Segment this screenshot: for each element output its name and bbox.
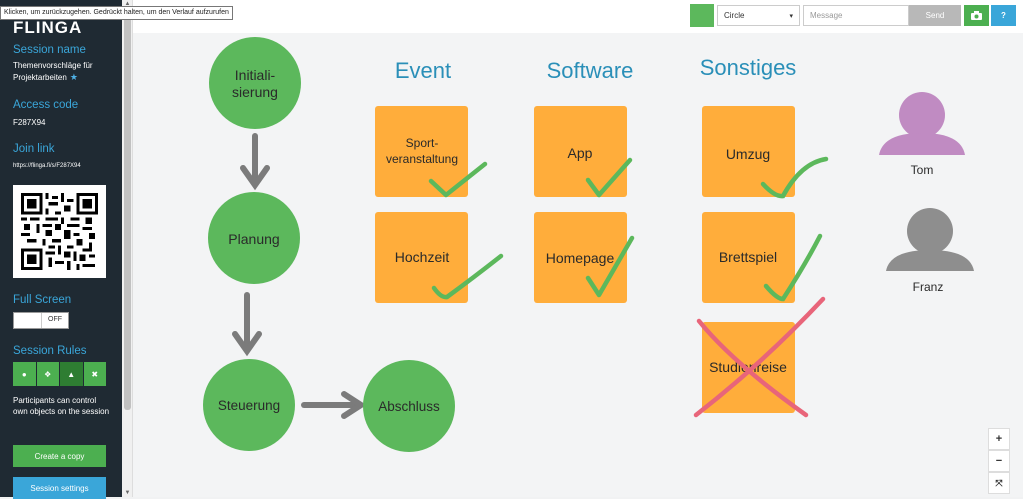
- svg-text:Abschluss: Abschluss: [378, 399, 440, 414]
- access-code-label: Access code: [13, 99, 79, 111]
- card-hochzeit[interactable]: Hochzeit: [375, 212, 504, 303]
- access-code-value: F287X94: [13, 118, 46, 127]
- circle-planung[interactable]: Planung: [208, 192, 300, 284]
- camera-icon: [971, 11, 982, 20]
- join-link-value[interactable]: https://flinga.fi/s/F287X94: [13, 163, 81, 169]
- flow-arrow-3[interactable]: [301, 391, 367, 419]
- svg-text:sierung: sierung: [232, 84, 278, 100]
- create-copy-button[interactable]: Create a copy: [13, 445, 106, 467]
- shape-select[interactable]: Circle ▾: [717, 5, 800, 26]
- send-button[interactable]: Send: [909, 5, 961, 26]
- svg-text:veranstaltung: veranstaltung: [386, 152, 458, 166]
- shape-select-value: Circle: [724, 11, 745, 20]
- zoom-fit-button[interactable]: ⤧: [988, 472, 1010, 494]
- svg-text:Studienreise: Studienreise: [709, 359, 787, 375]
- session-settings-button[interactable]: Session settings: [13, 477, 106, 499]
- session-name-label: Session name: [13, 44, 86, 56]
- scroll-up-icon[interactable]: ▲: [124, 1, 131, 7]
- globe-icon: ●: [21, 369, 27, 379]
- svg-text:Planung: Planung: [228, 231, 279, 247]
- rule-group-button[interactable]: ❖: [36, 362, 59, 386]
- card-app[interactable]: App: [534, 106, 633, 198]
- card-studienreise[interactable]: Studienreise: [693, 296, 826, 418]
- session-name-value: Themenvorschläge für Projektarbeiten★: [13, 61, 93, 82]
- person-avatar-icon: [879, 92, 965, 155]
- heading-software: Software: [547, 58, 634, 83]
- card-sportveranstaltung[interactable]: Sport- veranstaltung: [375, 106, 488, 198]
- full-screen-toggle[interactable]: OFF: [13, 312, 69, 329]
- svg-text:Umzug: Umzug: [726, 146, 770, 162]
- card-homepage[interactable]: Homepage: [534, 212, 635, 303]
- camera-button[interactable]: [964, 5, 989, 26]
- svg-text:Brettspiel: Brettspiel: [719, 249, 777, 265]
- zoom-in-button[interactable]: +: [988, 428, 1010, 450]
- toggle-state: OFF: [48, 316, 62, 323]
- flow-arrow-1[interactable]: [240, 133, 270, 191]
- circle-steuerung[interactable]: Steuerung: [203, 359, 295, 451]
- message-input[interactable]: Message: [803, 5, 909, 26]
- toggle-knob: [14, 313, 42, 328]
- person-avatar-icon: [886, 208, 974, 271]
- help-button[interactable]: ?: [991, 5, 1016, 26]
- group-icon: ❖: [44, 369, 52, 379]
- top-toolbar: Circle ▾ Message Send ?: [133, 0, 1023, 33]
- sidebar-scrollbar[interactable]: ▲ ▼: [122, 0, 133, 497]
- zoom-out-button[interactable]: −: [988, 450, 1010, 472]
- heading-sonstiges: Sonstiges: [700, 55, 797, 80]
- chevron-down-icon: ▾: [789, 12, 793, 20]
- card-umzug[interactable]: Umzug: [702, 106, 829, 199]
- heading-event: Event: [395, 58, 451, 83]
- rule-globe-button[interactable]: ●: [13, 362, 36, 386]
- svg-text:Hochzeit: Hochzeit: [395, 249, 450, 265]
- qr-code: [13, 185, 106, 278]
- svg-text:Homepage: Homepage: [546, 250, 615, 266]
- flow-arrow-2[interactable]: [232, 292, 262, 357]
- join-link-label: Join link: [13, 143, 55, 155]
- rules-description: Participants can control own objects on …: [13, 396, 110, 416]
- svg-text:Tom: Tom: [911, 163, 934, 177]
- rule-person-button[interactable]: ▲: [60, 362, 83, 386]
- card-brettspiel[interactable]: Brettspiel: [702, 212, 823, 303]
- rule-close-button[interactable]: ✖: [83, 362, 106, 386]
- session-rules-label: Session Rules: [13, 345, 87, 357]
- scroll-down-icon[interactable]: ▼: [124, 490, 131, 496]
- circle-abschluss[interactable]: Abschluss: [363, 360, 455, 452]
- sidebar: FLINGA Session name Themenvorschläge für…: [0, 0, 233, 499]
- flinga-logo: FLINGA: [13, 18, 83, 37]
- whiteboard-canvas[interactable]: Event Software Sonstiges Initiali- sieru…: [133, 33, 1023, 497]
- message-placeholder: Message: [810, 11, 843, 20]
- person-icon: ▲: [67, 369, 76, 379]
- circle-initialisierung[interactable]: Initiali- sierung: [209, 37, 301, 129]
- session-rules-group: ● ❖ ▲ ✖: [13, 362, 106, 386]
- scrollbar-thumb[interactable]: [124, 10, 131, 410]
- svg-text:Initiali-: Initiali-: [235, 67, 276, 83]
- user-franz[interactable]: Franz: [886, 208, 974, 294]
- svg-text:App: App: [568, 145, 593, 161]
- fit-screen-icon: ⤧: [995, 477, 1003, 488]
- full-screen-label: Full Screen: [13, 294, 72, 306]
- user-tom[interactable]: Tom: [879, 92, 965, 177]
- svg-text:Sport-: Sport-: [406, 136, 439, 150]
- svg-text:Franz: Franz: [913, 280, 944, 294]
- close-icon: ✖: [91, 369, 99, 379]
- star-icon[interactable]: ★: [69, 71, 78, 82]
- back-tooltip: Klicken, um zurückzugehen. Gedrückt halt…: [0, 6, 233, 20]
- svg-text:Steuerung: Steuerung: [218, 398, 280, 413]
- color-picker-button[interactable]: [690, 4, 714, 27]
